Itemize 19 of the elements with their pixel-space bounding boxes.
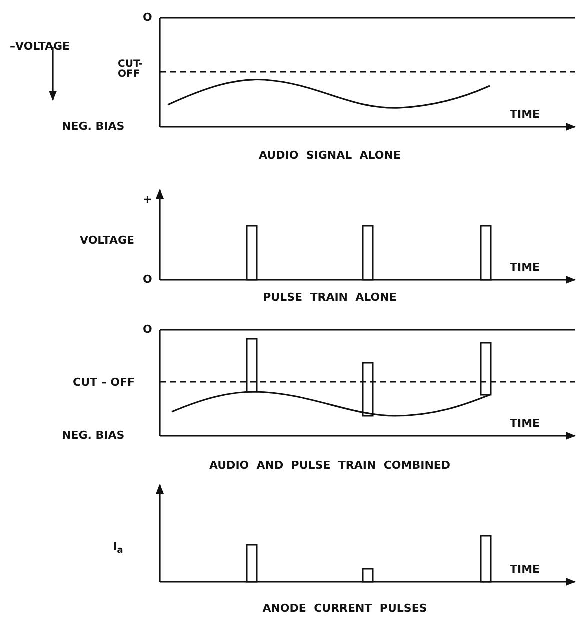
axis-label: TIME xyxy=(510,418,540,430)
axis-label: NEG. BIAS xyxy=(62,121,125,133)
panel-caption: AUDIO AND PULSE TRAIN COMBINED xyxy=(209,460,451,472)
axis-value: O xyxy=(143,274,152,286)
axis-label: VOLTAGE xyxy=(80,235,135,247)
axis-label: NEG. BIAS xyxy=(62,430,125,442)
axis-label: CUT-OFF xyxy=(118,60,144,80)
panel-caption: AUDIO SIGNAL ALONE xyxy=(259,150,401,162)
panel-caption: ANODE CURRENT PULSES xyxy=(262,603,428,615)
axis-label: CUT – OFF xyxy=(73,377,136,389)
axis-value: O xyxy=(143,12,152,24)
axis-label: –VOLTAGE xyxy=(10,41,70,53)
panel-caption: PULSE TRAIN ALONE xyxy=(263,292,397,304)
axis-value: + xyxy=(143,194,152,206)
axis-label: TIME xyxy=(510,564,540,576)
axis-label: I$_{a}$ xyxy=(113,541,124,558)
axis-label: TIME xyxy=(510,109,540,121)
axis-value: O xyxy=(143,324,152,336)
axis-label: TIME xyxy=(510,262,540,274)
